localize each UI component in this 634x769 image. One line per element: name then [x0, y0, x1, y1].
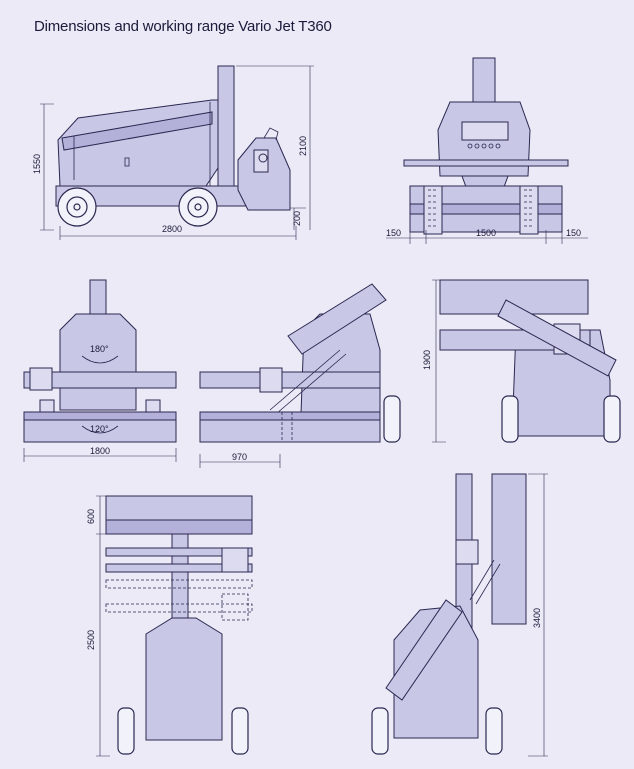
dim-2500-label: 2500 [86, 630, 96, 650]
lift-side-view: 3400 [371, 473, 548, 757]
diagram-title: Dimensions and working range Vario Jet T… [34, 18, 332, 35]
tilt-view: 970 [199, 283, 401, 468]
rotation-view: 180° 120° 1800 [23, 279, 177, 462]
side-view: 1550 2800 2100 200 [32, 65, 314, 240]
dim-970-label: 970 [232, 452, 247, 462]
dim-200-label: 200 [292, 211, 302, 226]
dim-1550-label: 1550 [32, 154, 42, 174]
dim-1900-label: 1900 [422, 350, 432, 370]
dim-2100-label: 2100 [298, 136, 308, 156]
dim-1800-label: 1800 [90, 446, 110, 456]
dim-600-label: 600 [86, 509, 96, 524]
lift-front-view: 600 2500 [86, 495, 253, 757]
raised-view: 1900 [422, 279, 621, 443]
dim-1500-label: 1500 [476, 228, 496, 238]
rotation-180-label: 180° [90, 344, 109, 354]
dim-2800-label: 2800 [162, 224, 182, 234]
rotation-120-label: 120° [90, 424, 109, 434]
dim-150-right-label: 150 [566, 228, 581, 238]
dim-150-left-label: 150 [386, 228, 401, 238]
dim-3400-label: 3400 [532, 608, 542, 628]
front-view: 150 1500 150 [386, 57, 588, 244]
